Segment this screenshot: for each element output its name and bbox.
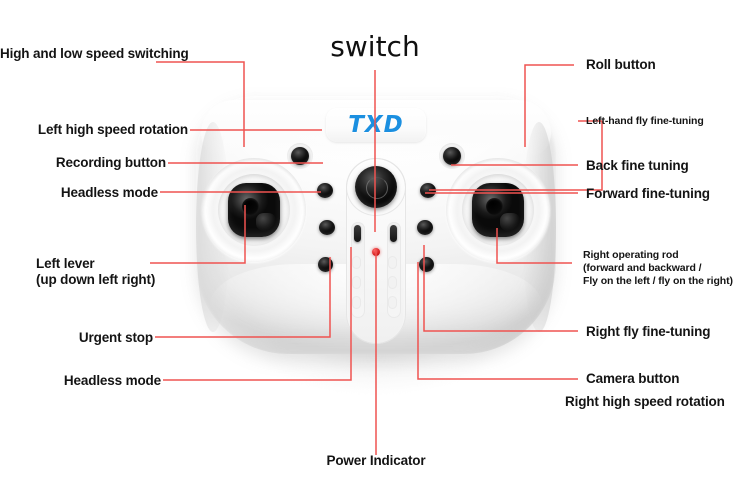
trim-tick-r1 xyxy=(388,256,397,269)
trim-tick-l1 xyxy=(352,256,361,269)
remote-controller-device: TXD xyxy=(196,96,556,354)
button-roll[interactable] xyxy=(443,147,461,165)
label-right-operating-rod-line1: Right operating rod xyxy=(583,249,679,261)
button-back-fine-tuning[interactable] xyxy=(417,220,433,235)
power-switch-knob[interactable] xyxy=(355,166,397,208)
label-camera-button: Camera button xyxy=(586,371,680,386)
label-roll-button: Roll button xyxy=(586,57,656,72)
label-left-hand-fly-fine-tuning: Left-hand fly fine-tuning xyxy=(586,115,704,127)
left-gimbal-well xyxy=(202,158,306,262)
right-trim-slider[interactable] xyxy=(390,225,397,242)
label-right-high-speed-rotation: Right high speed rotation xyxy=(565,394,725,409)
trim-tick-r3 xyxy=(388,296,397,309)
label-recording-button: Recording button xyxy=(55,155,166,170)
left-trim-slot[interactable] xyxy=(351,222,365,318)
label-left-lever-line2: (up down left right) xyxy=(36,272,156,288)
brand-plate xyxy=(326,108,426,142)
label-left-high-speed-rotation: Left high speed rotation xyxy=(37,122,188,137)
left-control-stick[interactable] xyxy=(228,183,280,237)
label-high-and-low-speed-switching: High and low speed switching xyxy=(0,46,189,61)
trim-tick-r2 xyxy=(388,276,397,289)
label-left-lever-line1: Left lever xyxy=(36,256,95,271)
label-right-operating-rod-line2: (forward and backward / xyxy=(583,261,702,274)
button-left-hand-fly-fine-tuning[interactable] xyxy=(420,183,436,198)
button-headless-mode-left[interactable] xyxy=(318,257,333,272)
right-gimbal-well xyxy=(446,158,550,262)
label-left-lever: Left lever (up down left right) xyxy=(36,256,266,289)
right-control-stick[interactable] xyxy=(472,183,524,237)
txd-logo: TXD xyxy=(348,112,404,138)
label-headless-mode-top: Headless mode xyxy=(60,185,158,200)
trim-tick-l2 xyxy=(352,276,361,289)
left-trim-slider[interactable] xyxy=(354,225,361,242)
label-headless-mode-bottom: Headless mode xyxy=(63,373,161,388)
label-forward-fine-tuning: Forward fine-tuning xyxy=(586,186,710,201)
power-indicator-led xyxy=(372,248,380,256)
button-camera-right-high-speed-rotation[interactable] xyxy=(419,257,434,272)
button-high-low-speed-switching[interactable] xyxy=(291,147,309,165)
button-left-high-speed-rotation[interactable] xyxy=(317,183,333,198)
label-right-operating-rod-line3: Fly on the left / fly on the right) xyxy=(583,274,733,287)
label-urgent-stop: Urgent stop xyxy=(78,330,153,345)
label-right-operating-rod: Right operating rod (forward and backwar… xyxy=(583,249,750,287)
label-right-fly-fine-tuning: Right fly fine-tuning xyxy=(586,324,711,339)
device-reflection xyxy=(246,348,506,406)
label-switch: switch xyxy=(330,30,420,63)
label-back-fine-tuning: Back fine tuning xyxy=(586,158,689,173)
trim-tick-l3 xyxy=(352,296,361,309)
right-trim-slot[interactable] xyxy=(387,222,401,318)
label-power-indicator: Power Indicator xyxy=(326,453,426,468)
button-recording[interactable] xyxy=(319,220,335,235)
